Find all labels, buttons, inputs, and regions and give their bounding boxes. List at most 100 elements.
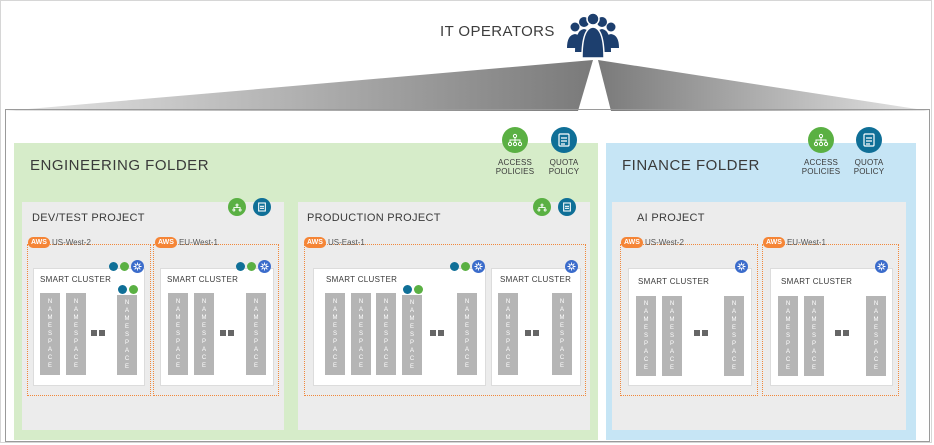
namespace-letter: C bbox=[873, 357, 879, 363]
namespace-letter: P bbox=[409, 340, 414, 346]
namespace-letter: N bbox=[124, 300, 130, 306]
cluster-access-icon bbox=[120, 262, 129, 271]
smart-cluster-title: SMART CLUSTER bbox=[638, 277, 710, 286]
access-policies-icon bbox=[502, 127, 528, 153]
namespace-letter: M bbox=[505, 315, 511, 321]
namespace-letter: E bbox=[873, 365, 878, 371]
cluster-quota-icon bbox=[450, 262, 459, 271]
namespace-letter: E bbox=[383, 363, 388, 369]
namespace-letter: A bbox=[464, 307, 469, 313]
namespace-letter: A bbox=[643, 309, 648, 315]
aws-logo-icon: AWS bbox=[621, 237, 643, 248]
project-access-policy-icon bbox=[228, 198, 246, 216]
namespace-letter: S bbox=[464, 331, 469, 337]
namespace-letter: E bbox=[124, 324, 129, 330]
namespace-letter: A bbox=[73, 307, 78, 313]
namespace-letter: P bbox=[669, 341, 674, 347]
namespace-letter: E bbox=[47, 363, 52, 369]
smart-cluster-title: SMART CLUSTER bbox=[500, 275, 572, 284]
platform-boundary bbox=[5, 109, 930, 442]
namespace-letter: E bbox=[383, 323, 388, 329]
namespace-letter: A bbox=[253, 307, 258, 313]
namespace-letter: N bbox=[73, 299, 79, 305]
namespace-letter: S bbox=[175, 331, 180, 337]
namespace-letter: C bbox=[669, 357, 675, 363]
namespace-letter: N bbox=[358, 299, 364, 305]
namespace-letter: S bbox=[669, 333, 674, 339]
governance-cone bbox=[5, 60, 930, 111]
namespace-letter: A bbox=[643, 349, 648, 355]
namespace-letter: C bbox=[643, 357, 649, 363]
namespace-letter: A bbox=[811, 309, 816, 315]
namespace-letter: S bbox=[811, 333, 816, 339]
namespace-letter: N bbox=[669, 301, 675, 307]
namespace-letter: M bbox=[811, 317, 817, 323]
kubernetes-icon bbox=[735, 260, 748, 273]
namespace-letter: S bbox=[332, 331, 337, 337]
namespace-letter: C bbox=[47, 355, 53, 361]
namespace-letter: A bbox=[785, 309, 790, 315]
aws-logo-icon: AWS bbox=[763, 237, 785, 248]
namespace-letter: P bbox=[358, 339, 363, 345]
namespace-access-icon bbox=[414, 285, 423, 294]
more-namespaces-ellipsis bbox=[525, 330, 539, 336]
namespace-letter: N bbox=[332, 299, 338, 305]
namespace-letter: A bbox=[201, 307, 206, 313]
aws-region-tag: AWS US-East-1 bbox=[304, 237, 365, 248]
namespace-letter: E bbox=[47, 323, 52, 329]
namespace-letter: C bbox=[464, 355, 470, 361]
namespace-letter: P bbox=[873, 341, 878, 347]
smart-cluster-title: SMART CLUSTER bbox=[40, 275, 112, 284]
namespace-letter: A bbox=[409, 348, 414, 354]
kubernetes-icon bbox=[565, 260, 578, 273]
namespace-letter: E bbox=[559, 323, 564, 329]
project-quota-policy-icon bbox=[558, 198, 576, 216]
namespace-letter: A bbox=[559, 307, 564, 313]
namespace-letter: S bbox=[731, 333, 736, 339]
quota-policy-icon bbox=[856, 127, 882, 153]
quota-policy-icon bbox=[551, 127, 577, 153]
namespace-letter: M bbox=[175, 315, 181, 321]
namespace-letter: C bbox=[175, 355, 181, 361]
aws-region-tag: AWS US-West-2 bbox=[28, 237, 91, 248]
namespace-access-icon bbox=[129, 285, 138, 294]
namespace-letter: P bbox=[253, 339, 258, 345]
namespace-letter: N bbox=[47, 299, 53, 305]
namespace-letter: N bbox=[201, 299, 207, 305]
namespace-letter: P bbox=[785, 341, 790, 347]
namespace-letter: A bbox=[124, 348, 129, 354]
namespace-letter: A bbox=[47, 307, 52, 313]
namespace-letter: A bbox=[124, 308, 129, 314]
namespace-letter: C bbox=[731, 357, 737, 363]
namespace-letter: A bbox=[464, 347, 469, 353]
ai-project-title: AI PROJECT bbox=[637, 212, 705, 224]
aws-region-tag: AWS EU-West-1 bbox=[155, 237, 218, 248]
namespace-letter: E bbox=[253, 323, 258, 329]
it-operators-title: IT OPERATORS bbox=[440, 23, 555, 40]
namespace-letter: C bbox=[785, 357, 791, 363]
namespace-letter: P bbox=[73, 339, 78, 345]
namespace-letter: E bbox=[559, 363, 564, 369]
